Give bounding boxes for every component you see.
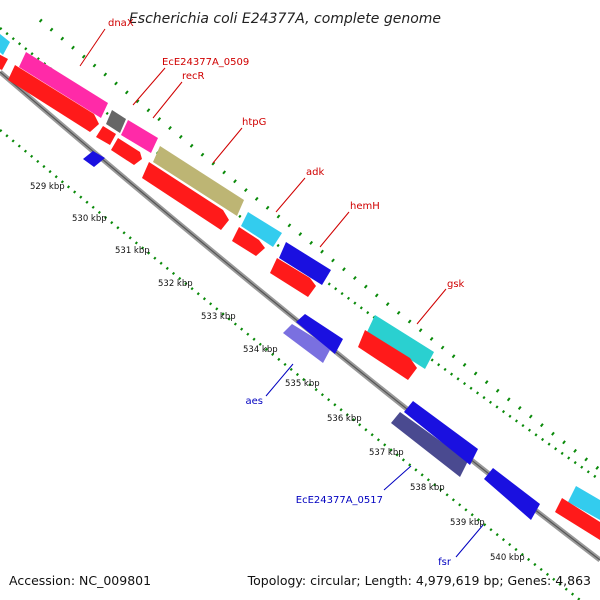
cds-red[interactable] <box>358 330 417 380</box>
cds-red[interactable] <box>8 65 99 132</box>
gene-label[interactable]: hemH <box>350 201 380 212</box>
tick-label: 533 kbp <box>201 312 236 322</box>
gene-fsr[interactable] <box>484 468 540 520</box>
gene-ece24377a-0517[interactable] <box>391 412 468 477</box>
genome-stats-label: Topology: circular; Length: 4,979,619 bp… <box>247 573 591 588</box>
tick-label: 529 kbp <box>30 182 65 192</box>
cds-red[interactable] <box>111 138 142 165</box>
gene-label[interactable]: recR <box>182 71 205 82</box>
scale-lines <box>0 18 600 600</box>
gene-label[interactable]: EcE24377A_0509 <box>162 57 249 68</box>
cds-red[interactable] <box>96 126 116 145</box>
gene-label[interactable]: adk <box>306 167 324 178</box>
tick-label: 539 kbp <box>450 518 485 528</box>
tick-label: 540 kbp <box>490 553 525 563</box>
forward-gene-labels: dnaX EcE24377A_0509 recR htpG adk hemH g… <box>108 18 465 290</box>
cds-red[interactable] <box>142 162 229 230</box>
leader-line <box>265 363 294 397</box>
forward-cds-row <box>0 52 600 540</box>
reverse-label-leaders <box>265 363 484 558</box>
cds-blue[interactable] <box>296 314 343 354</box>
leader-line <box>455 524 484 558</box>
gene-dnax[interactable] <box>19 52 108 118</box>
leader-line <box>275 177 306 213</box>
leader-line <box>212 127 243 164</box>
cds-red[interactable] <box>270 258 316 297</box>
forward-label-leaders <box>79 28 447 325</box>
leader-line <box>319 211 350 248</box>
tick-label: 535 kbp <box>285 379 320 389</box>
leader-line <box>383 465 412 491</box>
tick-label: 536 kbp <box>327 414 362 424</box>
gene-gsk[interactable] <box>367 315 434 369</box>
cds-red[interactable] <box>555 498 600 540</box>
cds-red[interactable] <box>232 227 265 256</box>
forward-features <box>0 30 600 520</box>
gene-label[interactable]: fsr <box>438 557 452 568</box>
map-title: Escherichia coli E24377A, complete genom… <box>129 11 441 27</box>
gene-cds-cyan[interactable] <box>0 30 10 55</box>
tick-label: 538 kbp <box>410 483 445 493</box>
gene-label[interactable]: dnaX <box>108 18 134 29</box>
gene-adk[interactable] <box>241 212 282 247</box>
tick-labels: 529 kbp 530 kbp 531 kbp 532 kbp 533 kbp … <box>30 182 525 563</box>
reverse-gene-labels: aes EcE24377A_0517 fsr <box>246 396 452 568</box>
gene-hemh[interactable] <box>279 242 331 285</box>
tick-label: 530 kbp <box>72 214 107 224</box>
gene-aes[interactable] <box>283 324 331 363</box>
tick-label: 532 kbp <box>158 279 193 289</box>
gene-label[interactable]: EcE24377A_0517 <box>296 495 383 506</box>
gene-htpg[interactable] <box>153 146 244 216</box>
outer-scale-major <box>38 18 600 472</box>
gene-cds-cyan-edge[interactable] <box>568 486 600 520</box>
gene-label[interactable]: gsk <box>447 279 465 290</box>
leader-line <box>152 81 183 119</box>
leader-line <box>79 28 106 67</box>
reverse-features <box>83 151 540 520</box>
tick-label: 534 kbp <box>243 345 278 355</box>
leader-line <box>132 67 166 106</box>
inner-scale-dotted <box>0 129 581 600</box>
gene-label[interactable]: htpG <box>242 117 266 128</box>
tick-label: 537 kbp <box>369 448 404 458</box>
leader-line <box>416 288 447 325</box>
gene-recr[interactable] <box>121 120 158 153</box>
accession-label: Accession: NC_009801 <box>9 573 152 588</box>
gene-ece24377a-0509[interactable] <box>106 110 126 133</box>
cds-blue[interactable] <box>404 401 478 465</box>
tick-label: 531 kbp <box>115 246 150 256</box>
cds-red[interactable] <box>0 52 8 70</box>
gene-label[interactable]: aes <box>246 396 264 407</box>
cds-blue[interactable] <box>83 151 105 167</box>
